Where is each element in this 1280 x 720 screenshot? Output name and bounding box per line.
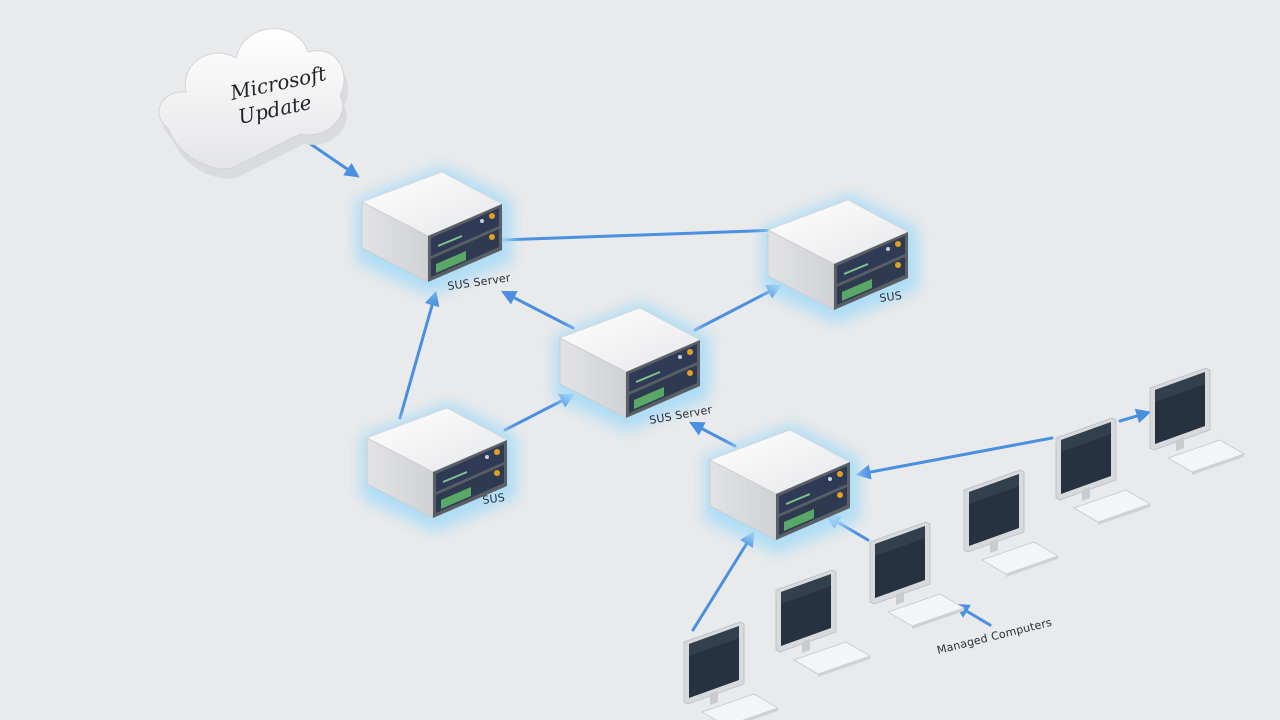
server-icon — [762, 194, 918, 324]
monitor-icon — [963, 469, 1059, 578]
monitor-icon — [683, 621, 779, 720]
connection-arrows — [288, 128, 1152, 632]
server-left-label: SUS — [482, 491, 506, 507]
arrow-center-to-top-left — [500, 290, 575, 330]
arrow-left-to-center — [503, 393, 576, 432]
link-top-servers — [500, 228, 782, 242]
server-left: SUS — [361, 402, 517, 532]
arrow-bottom-client-to-lower — [691, 531, 755, 632]
clients-label: Managed Computers — [936, 616, 1054, 657]
server-top-right: SUS — [762, 194, 918, 324]
server-center: SUS Server — [554, 302, 713, 432]
arrow-clients-to-lower — [855, 436, 1054, 480]
monitor-icon — [869, 521, 965, 630]
cloud-icon: Microsoft Update — [158, 28, 349, 179]
arrow-client-to-client — [1118, 408, 1152, 424]
server-icon — [361, 402, 517, 532]
monitor-icon — [775, 569, 871, 678]
arrow-center-to-top-right — [693, 284, 782, 332]
arrow-lower-to-center — [689, 421, 737, 448]
arrow-left-to-top-left — [398, 290, 440, 420]
monitor-icon — [1055, 417, 1151, 526]
server-top-right-label: SUS — [879, 289, 903, 305]
server-top-left: SUS Server — [356, 166, 512, 296]
monitor-icon — [1149, 367, 1245, 476]
